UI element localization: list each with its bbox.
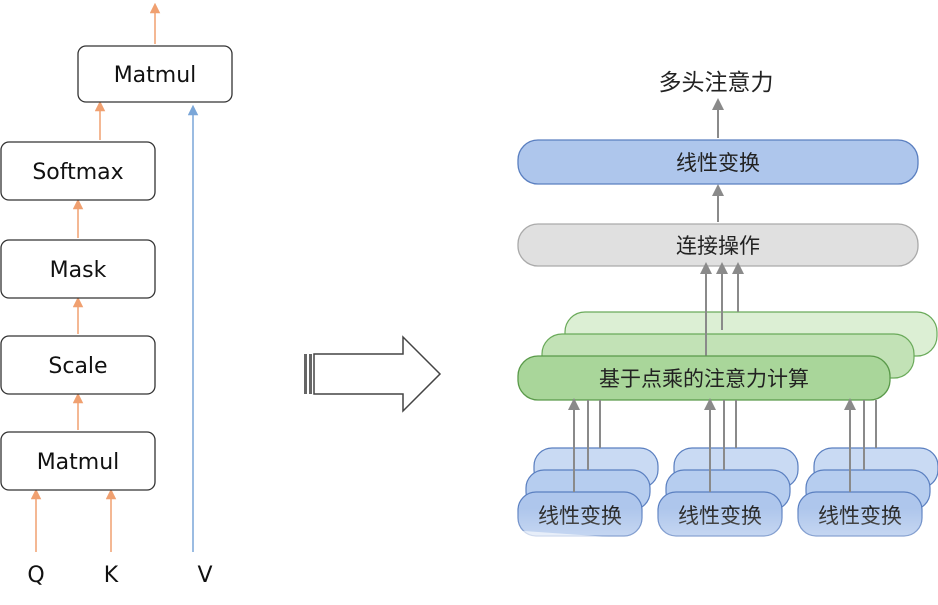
multi-head-title: 多头注意力 <box>659 70 774 96</box>
softmax-box <box>0 141 156 201</box>
q-input-label: Q <box>27 563 44 588</box>
bottom-fade-wedge <box>510 530 938 605</box>
scale-label: Scale <box>48 354 107 379</box>
scaled-dot-product-attention: Matmul Softmax Mask Scale Matmul Q K V <box>0 2 233 588</box>
mask-label: Mask <box>50 258 107 283</box>
mask-box <box>0 239 156 299</box>
k-input-label: K <box>104 563 119 588</box>
matmul-bottom-label: Matmul <box>37 450 120 475</box>
multi-head-attention: 多头注意力 线性变换 连接操作 基于点乘的注意力计算 线性变换 <box>510 70 938 605</box>
v-input-label: V <box>197 563 212 588</box>
softmax-label: Softmax <box>32 160 123 185</box>
matmul-bottom-box <box>0 431 156 491</box>
matmul-top-label: Matmul <box>114 63 197 88</box>
linear-top-label: 线性变换 <box>676 151 760 175</box>
matmul-top-box <box>77 45 233 103</box>
attention-label: 基于点乘的注意力计算 <box>599 367 809 391</box>
concat-label: 连接操作 <box>676 234 760 258</box>
scale-box <box>0 335 156 395</box>
transform-arrow <box>304 335 442 413</box>
linear-top-box <box>517 139 919 185</box>
